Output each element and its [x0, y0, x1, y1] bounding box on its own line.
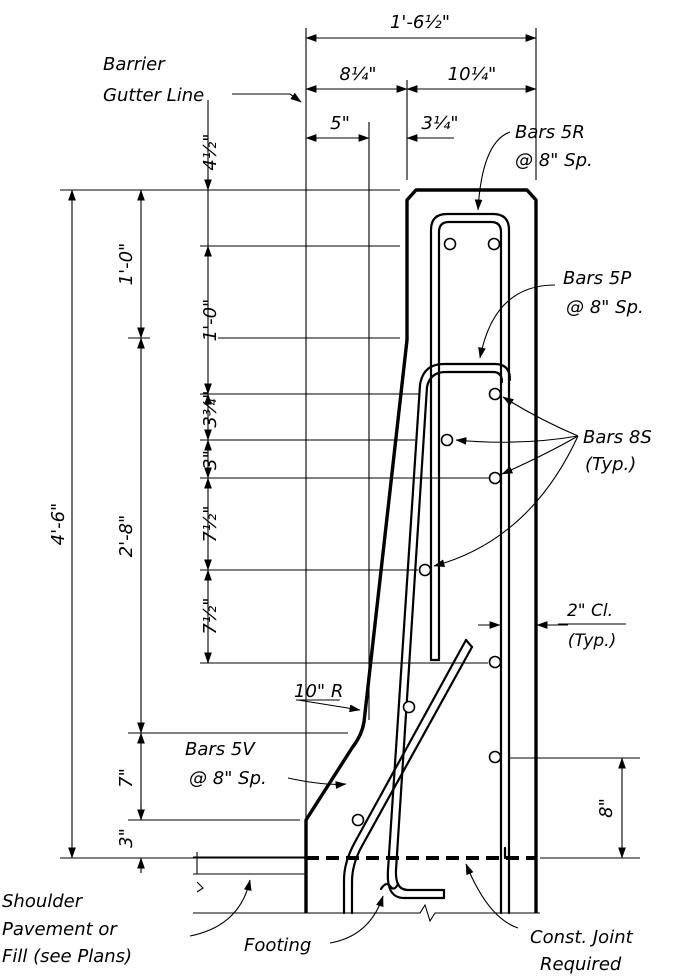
gutter-line-label-1: Barrier — [103, 54, 166, 75]
bars-5v-leader — [287, 777, 347, 789]
footing-leader — [329, 895, 384, 944]
dim-overall: 4'-6" — [48, 503, 69, 546]
bars-5p-leader — [478, 284, 556, 359]
bars-8s-label-1: Bars 8S — [583, 427, 652, 448]
gutter-line-label-2: Gutter Line — [103, 85, 204, 106]
bar-5p-outer — [418, 362, 512, 387]
bar-8s-circle-6 — [418, 563, 432, 577]
radius-label: 10" R — [294, 681, 343, 702]
pavement-break — [196, 852, 204, 893]
dim-rise-top: 4½" — [200, 133, 221, 170]
dim-second-right: 3¼" — [421, 113, 458, 134]
bar-8s-circle-5 — [488, 471, 502, 485]
bar-8s-circle-4 — [440, 433, 454, 447]
bars-8s-label-2: (Typ.) — [585, 454, 636, 475]
bar-8s-circle-3 — [488, 387, 502, 401]
dim-top-total: 1'-6½" — [390, 12, 450, 33]
joint-leader — [465, 863, 519, 929]
dim-left-2ft8: 2'-8" — [116, 515, 137, 558]
shoulder-label-1: Shoulder — [2, 891, 84, 912]
bars-5r-label-1: Bars 5R — [515, 122, 585, 143]
bars-5v-label-1: Bars 5V — [185, 739, 256, 760]
dim-mid-7-5-b: 7½" — [200, 597, 221, 634]
top-dimensions — [305, 28, 537, 858]
bottom-break-line — [193, 903, 540, 923]
dim-mid-7-5-a: 7½" — [200, 505, 221, 542]
barrier-outline — [304, 188, 538, 913]
bar-5v-inner — [350, 645, 474, 915]
bar-5r-inner — [437, 220, 503, 915]
bars-5p-label-1: Bars 5P — [563, 268, 631, 289]
dim-bottom-right: 8" — [596, 798, 617, 818]
bars-5p-label-2: @ 8" Sp. — [566, 297, 644, 318]
bars-8s-leaders — [433, 396, 579, 567]
bars-5v-label-2: @ 8" Sp. — [189, 768, 267, 789]
horizontal-extension-lines — [60, 189, 490, 859]
dim-top-left: 8¼" — [339, 64, 376, 85]
clear-cover-note: (Typ.) — [568, 631, 616, 651]
footing-label: Footing — [244, 935, 311, 956]
bar-5p-leg-outer — [386, 383, 446, 900]
bar-8s-circle-1 — [443, 237, 457, 251]
bar-5v-end — [464, 638, 474, 649]
bar-5p-inner — [425, 370, 504, 389]
dim-second-left: 5" — [330, 113, 350, 134]
gutter-leader — [232, 92, 302, 103]
shoulder-label-2: Pavement or — [2, 919, 118, 940]
bars-5r-leader — [474, 131, 511, 211]
bars-5r-label-2: @ 8" Sp. — [515, 150, 593, 171]
bar-5r-outer — [429, 212, 511, 915]
bar-8s-circle-8 — [402, 700, 416, 714]
bar-5v-outer — [342, 638, 468, 915]
shoulder-leader — [189, 879, 252, 937]
bar-8s-circle-7 — [488, 655, 502, 669]
radius-leader — [297, 699, 361, 713]
joint-label-1: Const. Joint — [530, 927, 634, 948]
dim-mid-3: 3" — [200, 450, 221, 470]
dim-top-right: 10¼" — [448, 64, 497, 85]
clear-cover: 2" Cl. — [567, 601, 613, 621]
dim-left-7: 7" — [116, 768, 137, 788]
shoulder-label-3: Fill (see Plans) — [2, 946, 132, 967]
joint-label-2: Required — [540, 954, 622, 974]
dim-mid-3-75: 3¾" — [200, 390, 221, 427]
dim-mid-1ft: 1'-0" — [200, 299, 221, 342]
bar-8s-circle-9 — [488, 750, 502, 764]
dim-left-3: 3" — [116, 828, 137, 848]
bar-8s-circle-2 — [487, 237, 501, 251]
dim-left-1ft: 1'-0" — [116, 243, 137, 286]
bar-8s-circle-10 — [351, 813, 365, 827]
bar-5p-leg-inner — [394, 385, 446, 892]
